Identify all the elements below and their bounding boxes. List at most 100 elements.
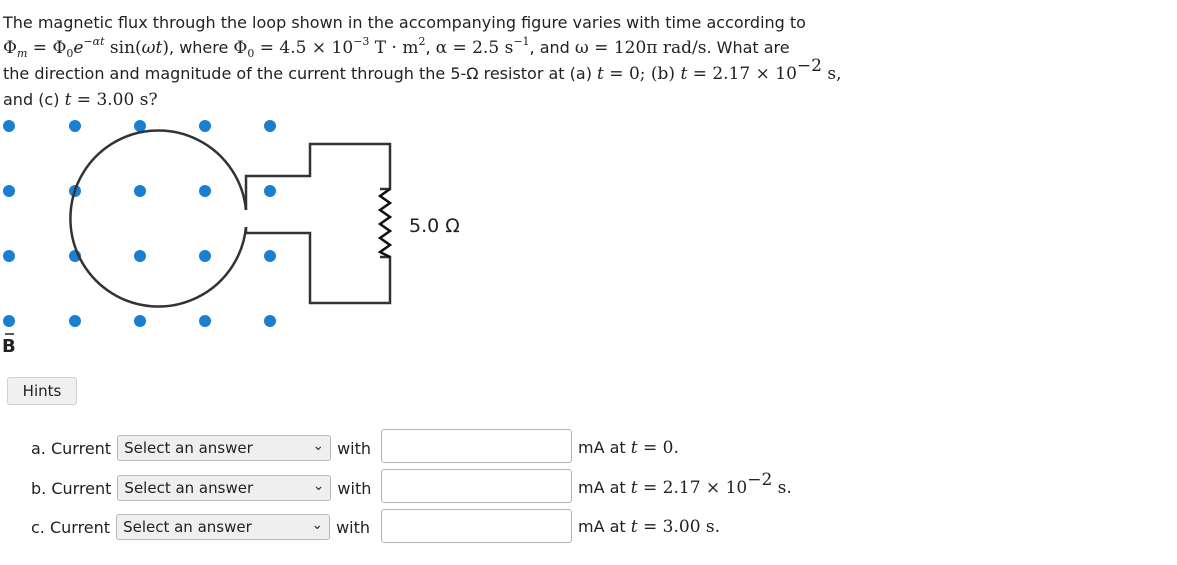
answer-row-b: b. Current Select an answer ⌄ with xyxy=(31,470,371,506)
flux-equation: Φm = Φ0e−αt sin(ωt) xyxy=(3,35,170,60)
field-dot xyxy=(199,185,211,197)
tc-value: = 3.00 s? xyxy=(71,90,158,110)
direction-select-c[interactable]: Select an answer ⌄ xyxy=(116,514,331,540)
alpha-value: α = 2.5 s xyxy=(435,38,514,58)
row-b-ma: mA at xyxy=(578,478,631,497)
row-a-time: mA at t = 0. xyxy=(578,438,679,458)
loop-figure: 5.0 Ω B xyxy=(2,120,460,357)
comma: , xyxy=(425,38,431,57)
row-b-time: mA at t = 2.17 × 10−2 s. xyxy=(578,472,792,499)
field-dot xyxy=(199,120,211,132)
exponent-m2: −2 xyxy=(796,56,822,76)
current-input-a[interactable] xyxy=(381,429,572,463)
field-dot xyxy=(3,315,15,327)
t0-value: = 0; (b) xyxy=(603,64,681,84)
what-are-text: . What are xyxy=(706,38,790,57)
field-dot xyxy=(3,250,15,262)
hints-button[interactable]: Hints xyxy=(7,377,77,405)
problem-line-4: and (c) t = 3.00 s? xyxy=(3,87,1168,113)
sub-m: m xyxy=(16,47,28,60)
e-symbol: e xyxy=(73,38,84,58)
field-dot xyxy=(134,250,146,262)
select-b-text: Select an answer xyxy=(124,479,254,497)
row-b-t: t xyxy=(630,478,638,498)
row-c-t: t xyxy=(630,517,638,537)
field-dot xyxy=(264,315,276,327)
row-b-exp: −2 xyxy=(747,470,773,490)
row-a-tval: = 0. xyxy=(637,438,679,458)
exponent-alpha-t: −αt xyxy=(83,35,105,48)
exponent-m3: −3 xyxy=(353,35,370,48)
row-b-label: b. Current xyxy=(31,478,112,498)
answer-row-c: c. Current Select an answer ⌄ with xyxy=(31,509,370,545)
field-dot xyxy=(264,185,276,197)
row-a-t: t xyxy=(630,438,638,458)
row-c-tval: = 3.00 s. xyxy=(637,517,721,537)
unit-s: s, xyxy=(821,64,842,84)
chevron-down-icon: ⌄ xyxy=(312,438,325,454)
t-symbol-a: t xyxy=(597,64,604,84)
phi0-symbol: Φ xyxy=(52,38,67,58)
row-b-with: with xyxy=(337,478,372,498)
row-a-ma: mA at xyxy=(578,438,631,457)
t-symbol-c: t xyxy=(64,90,72,110)
phi0-value: = 4.5 × 10 xyxy=(254,38,354,58)
select-c-text: Select an answer xyxy=(123,518,252,536)
current-input-c[interactable] xyxy=(381,509,572,543)
circular-loop xyxy=(69,129,248,308)
row-a-with: with xyxy=(337,438,372,458)
row-b-tval: = 2.17 × 10 xyxy=(637,478,748,498)
field-dot xyxy=(264,120,276,132)
circuit-loop xyxy=(244,142,392,305)
problem-line-1: The magnetic flux through the loop shown… xyxy=(3,13,806,32)
sin-text: sin( xyxy=(104,38,142,58)
row-c-ma: mA at xyxy=(578,517,631,536)
row-b-unit: s. xyxy=(772,478,792,498)
field-dot xyxy=(69,315,81,327)
direction-select-b[interactable]: Select an answer ⌄ xyxy=(117,475,332,501)
exponent-2: 2 xyxy=(418,35,426,48)
sub-0-2: 0 xyxy=(247,47,255,60)
alpha-equation: α = 2.5 s−1 xyxy=(435,35,530,58)
row-c-time: mA at t = 3.00 s. xyxy=(578,517,720,537)
field-dot xyxy=(264,250,276,262)
row-c-label: c. Current xyxy=(31,517,111,537)
chevron-down-icon: ⌄ xyxy=(312,478,325,494)
close-paren: ) xyxy=(162,38,170,58)
row-c-with: with xyxy=(336,517,371,537)
magnetic-field-dots xyxy=(3,120,276,327)
direction-select-a[interactable]: Select an answer ⌄ xyxy=(117,435,332,461)
line4-text: and (c) xyxy=(3,90,65,109)
field-dot xyxy=(199,315,211,327)
problem-line-2: Φm = Φ0e−αt sin(ωt), where Φ0 = 4.5 × 10… xyxy=(3,35,1168,61)
field-dot xyxy=(3,120,15,132)
field-dot xyxy=(134,315,146,327)
resistor-label: 5.0 Ω xyxy=(409,215,460,237)
row-a-label: a. Current xyxy=(31,438,112,458)
omega-equation: ω = 120π rad/s xyxy=(574,38,707,58)
select-a-text: Select an answer xyxy=(124,439,253,457)
field-dot xyxy=(69,120,81,132)
exponent-m1: −1 xyxy=(513,35,530,48)
problem-statement: The magnetic flux through the loop shown… xyxy=(3,10,1168,113)
field-dot xyxy=(3,185,15,197)
tb-value: = 2.17 × 10 xyxy=(687,64,797,84)
and-text: , and xyxy=(529,38,575,57)
omega-t: ωt xyxy=(141,38,163,58)
unit-tesla: T · m xyxy=(369,38,419,58)
phi0-equation: Φ0 = 4.5 × 10−3 T · m2 xyxy=(233,35,426,60)
eq-sign: = xyxy=(27,38,53,58)
current-input-b[interactable] xyxy=(381,469,572,503)
resistor-zigzag xyxy=(377,187,393,259)
chevron-down-icon: ⌄ xyxy=(311,517,324,533)
where-text: , where xyxy=(169,38,234,57)
answer-row-a: a. Current Select an answer ⌄ with xyxy=(31,430,371,466)
line3-text: the direction and magnitude of the curre… xyxy=(3,64,598,83)
problem-line-3: the direction and magnitude of the curre… xyxy=(3,58,1168,87)
field-dot xyxy=(134,120,146,132)
sub-0: 0 xyxy=(66,47,74,60)
field-dot xyxy=(199,250,211,262)
phi0-symbol-2: Φ xyxy=(233,38,248,58)
field-label: B xyxy=(2,336,16,357)
phi-symbol: Φ xyxy=(3,38,17,58)
